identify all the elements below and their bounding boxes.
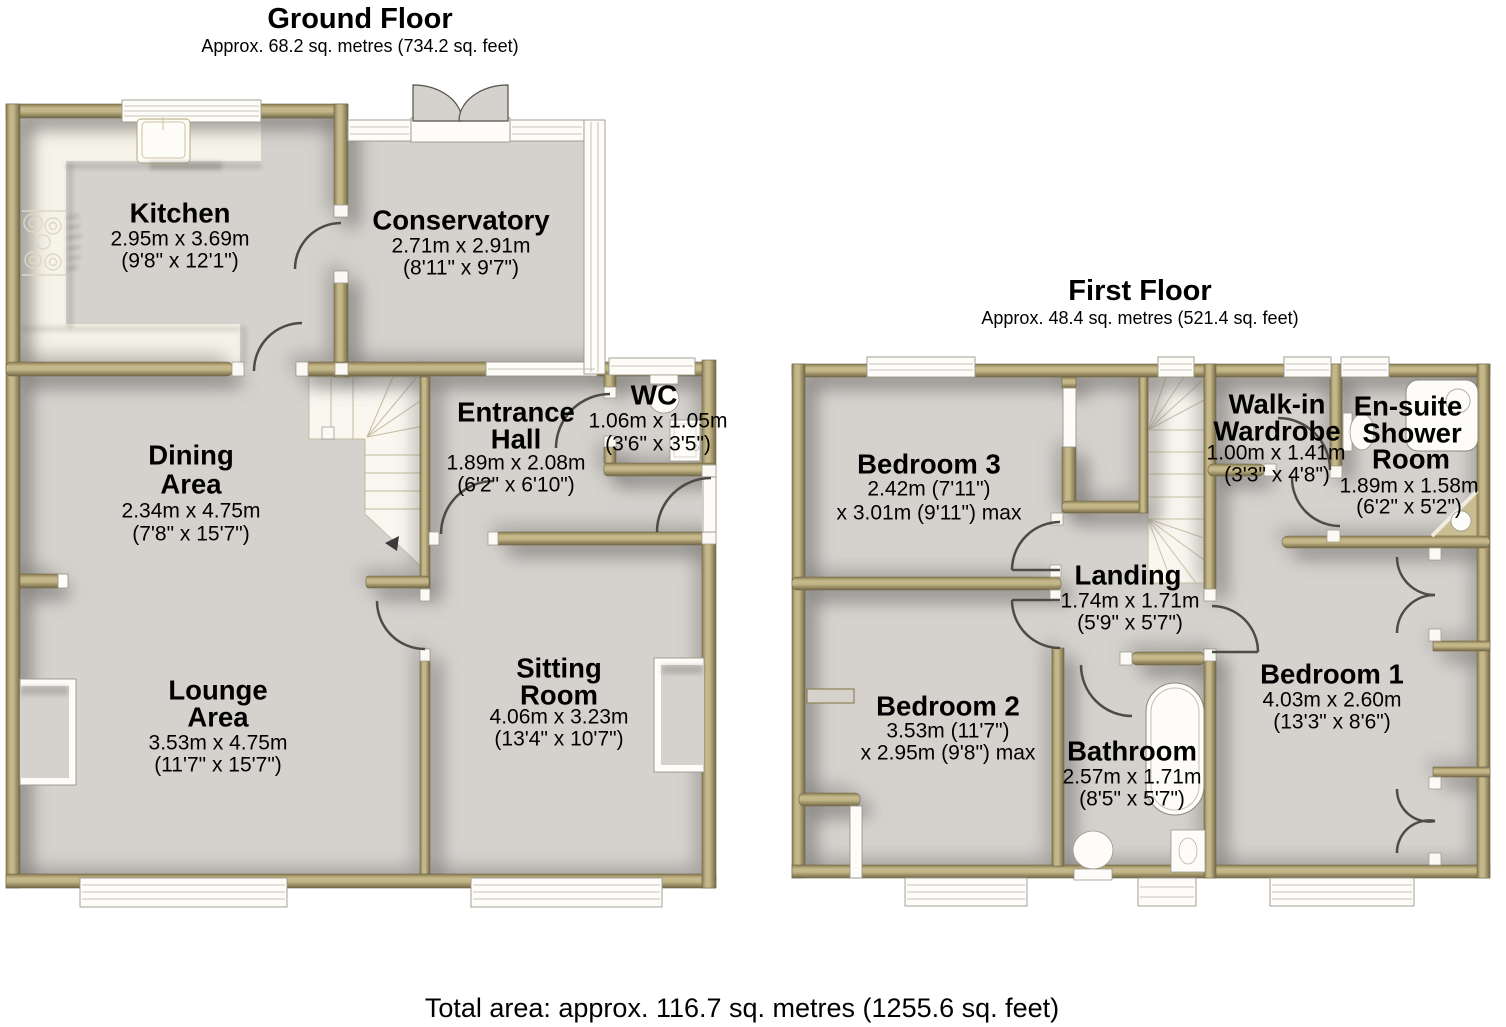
svg-text:3.53m (11'7"): 3.53m (11'7") [886, 720, 1009, 743]
svg-text:First Floor: First Floor [1068, 275, 1211, 307]
svg-text:En-suite: En-suite [1354, 391, 1462, 422]
svg-text:Kitchen: Kitchen [130, 198, 231, 229]
svg-text:(7'8" x 15'7"): (7'8" x 15'7") [132, 523, 249, 546]
svg-text:Total area: approx. 116.7 sq.: Total area: approx. 116.7 sq. metres (12… [425, 993, 1059, 1023]
svg-text:Landing: Landing [1075, 560, 1182, 591]
svg-text:Room: Room [520, 680, 598, 711]
svg-text:(8'11" x 9'7"): (8'11" x 9'7") [403, 257, 519, 280]
svg-text:Ground Floor: Ground Floor [267, 3, 452, 35]
svg-text:2.42m (7'11"): 2.42m (7'11") [867, 478, 990, 501]
svg-text:3.53m x 4.75m: 3.53m x 4.75m [149, 732, 288, 755]
svg-text:(6'2" x 5'2"): (6'2" x 5'2") [1356, 496, 1462, 519]
svg-text:1.89m x 2.08m: 1.89m x 2.08m [447, 452, 586, 475]
svg-text:Entrance: Entrance [457, 397, 575, 428]
svg-text:2.95m x 3.69m: 2.95m x 3.69m [111, 228, 250, 251]
svg-text:Bedroom 3: Bedroom 3 [857, 449, 1001, 480]
svg-text:Room: Room [1372, 444, 1450, 475]
svg-text:Shower: Shower [1362, 418, 1462, 449]
svg-text:(9'8" x 12'1"): (9'8" x 12'1") [121, 250, 238, 273]
svg-text:x 2.95m (9'8") max: x 2.95m (9'8") max [861, 742, 1036, 765]
svg-text:WC: WC [631, 380, 678, 411]
svg-text:Conservatory: Conservatory [372, 205, 550, 236]
svg-text:Dining: Dining [148, 440, 234, 471]
svg-text:Wardrobe: Wardrobe [1213, 416, 1340, 447]
svg-text:2.71m x 2.91m: 2.71m x 2.91m [392, 235, 531, 258]
svg-text:1.00m x 1.41m: 1.00m x 1.41m [1207, 442, 1346, 465]
svg-text:Bedroom 1: Bedroom 1 [1260, 659, 1404, 690]
svg-text:(8'5" x 5'7"): (8'5" x 5'7") [1079, 788, 1185, 811]
svg-text:(5'9" x 5'7"): (5'9" x 5'7") [1077, 612, 1183, 635]
svg-text:(3'6" x 3'5"): (3'6" x 3'5") [605, 433, 711, 456]
svg-text:Sitting: Sitting [516, 653, 602, 684]
svg-text:1.89m x 1.58m: 1.89m x 1.58m [1340, 475, 1479, 498]
svg-text:(6'2" x 6'10"): (6'2" x 6'10") [457, 474, 574, 497]
svg-text:Approx. 48.4 sq. metres (521.4: Approx. 48.4 sq. metres (521.4 sq. feet) [981, 308, 1298, 328]
svg-text:4.03m x 2.60m: 4.03m x 2.60m [1263, 689, 1402, 712]
svg-text:Bedroom 2: Bedroom 2 [876, 691, 1020, 722]
svg-text:Area: Area [160, 469, 222, 500]
svg-text:Hall: Hall [491, 424, 541, 455]
svg-text:Lounge: Lounge [168, 675, 267, 706]
svg-text:2.57m x 1.71m: 2.57m x 1.71m [1063, 766, 1202, 789]
svg-text:Walk-in: Walk-in [1229, 389, 1326, 420]
svg-text:(3'3" x 4'8"): (3'3" x 4'8") [1224, 464, 1330, 487]
svg-text:Area: Area [187, 702, 249, 733]
svg-text:1.74m x 1.71m: 1.74m x 1.71m [1061, 590, 1200, 613]
svg-text:(13'3" x 8'6"): (13'3" x 8'6") [1273, 711, 1390, 734]
svg-text:4.06m x 3.23m: 4.06m x 3.23m [490, 706, 629, 729]
svg-text:2.34m x 4.75m: 2.34m x 4.75m [122, 500, 261, 523]
svg-text:1.06m x 1.05m: 1.06m x 1.05m [589, 410, 728, 433]
svg-text:(11'7" x 15'7"): (11'7" x 15'7") [154, 754, 282, 777]
svg-text:(13'4" x 10'7"): (13'4" x 10'7") [494, 728, 623, 751]
svg-text:x 3.01m (9'11") max: x 3.01m (9'11") max [837, 502, 1022, 525]
svg-text:Approx. 68.2 sq. metres (734.2: Approx. 68.2 sq. metres (734.2 sq. feet) [201, 36, 518, 56]
svg-text:Bathroom: Bathroom [1067, 736, 1197, 767]
